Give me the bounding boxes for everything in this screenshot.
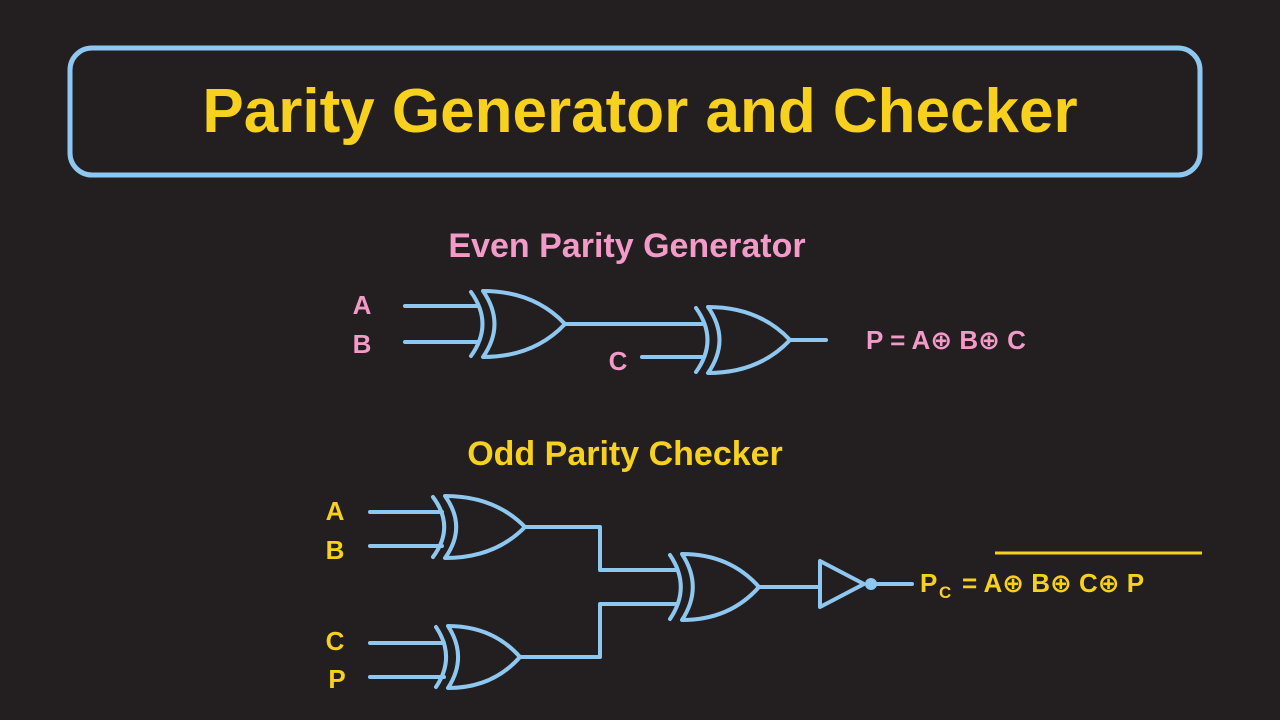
xor-gate-icon bbox=[443, 494, 527, 560]
checker-input-b: B bbox=[326, 535, 345, 565]
xor-gate-icon bbox=[680, 552, 761, 622]
inversion-bubble bbox=[865, 578, 877, 590]
generator-input-a: A bbox=[353, 290, 372, 320]
wire bbox=[518, 602, 678, 659]
checker-heading: Odd Parity Checker bbox=[467, 435, 783, 473]
xor-gate-icon bbox=[446, 624, 522, 690]
checker-input-p: P bbox=[328, 664, 345, 694]
generator-heading: Even Parity Generator bbox=[448, 227, 805, 265]
xor-gate-icon bbox=[706, 305, 792, 375]
checker-output-label: P bbox=[920, 568, 937, 598]
generator-wires bbox=[403, 289, 828, 375]
generator-input-b: B bbox=[353, 329, 372, 359]
xor-gate-extra-arc bbox=[469, 290, 485, 358]
page-title: Parity Generator and Checker bbox=[202, 77, 1077, 146]
xor-gate-extra-arc bbox=[434, 625, 448, 689]
checker-input-a: A bbox=[326, 496, 345, 526]
generator-input-c: C bbox=[609, 346, 628, 376]
wire bbox=[523, 525, 678, 572]
not-gate-icon bbox=[818, 559, 866, 609]
checker-output-expression: = A⊕ B⊕ C⊕ P bbox=[962, 568, 1144, 598]
checker-wires bbox=[368, 494, 914, 690]
generator-output-expression: P = A⊕ B⊕ C bbox=[866, 325, 1026, 355]
checker-output-subscript: C bbox=[939, 583, 951, 602]
xor-gate-extra-arc bbox=[431, 495, 447, 559]
title-box bbox=[67, 45, 1203, 178]
checker-input-c: C bbox=[326, 626, 345, 656]
xor-gate-extra-arc bbox=[668, 553, 683, 621]
xor-gate-extra-arc bbox=[694, 306, 710, 374]
xor-gate-icon bbox=[481, 289, 567, 359]
